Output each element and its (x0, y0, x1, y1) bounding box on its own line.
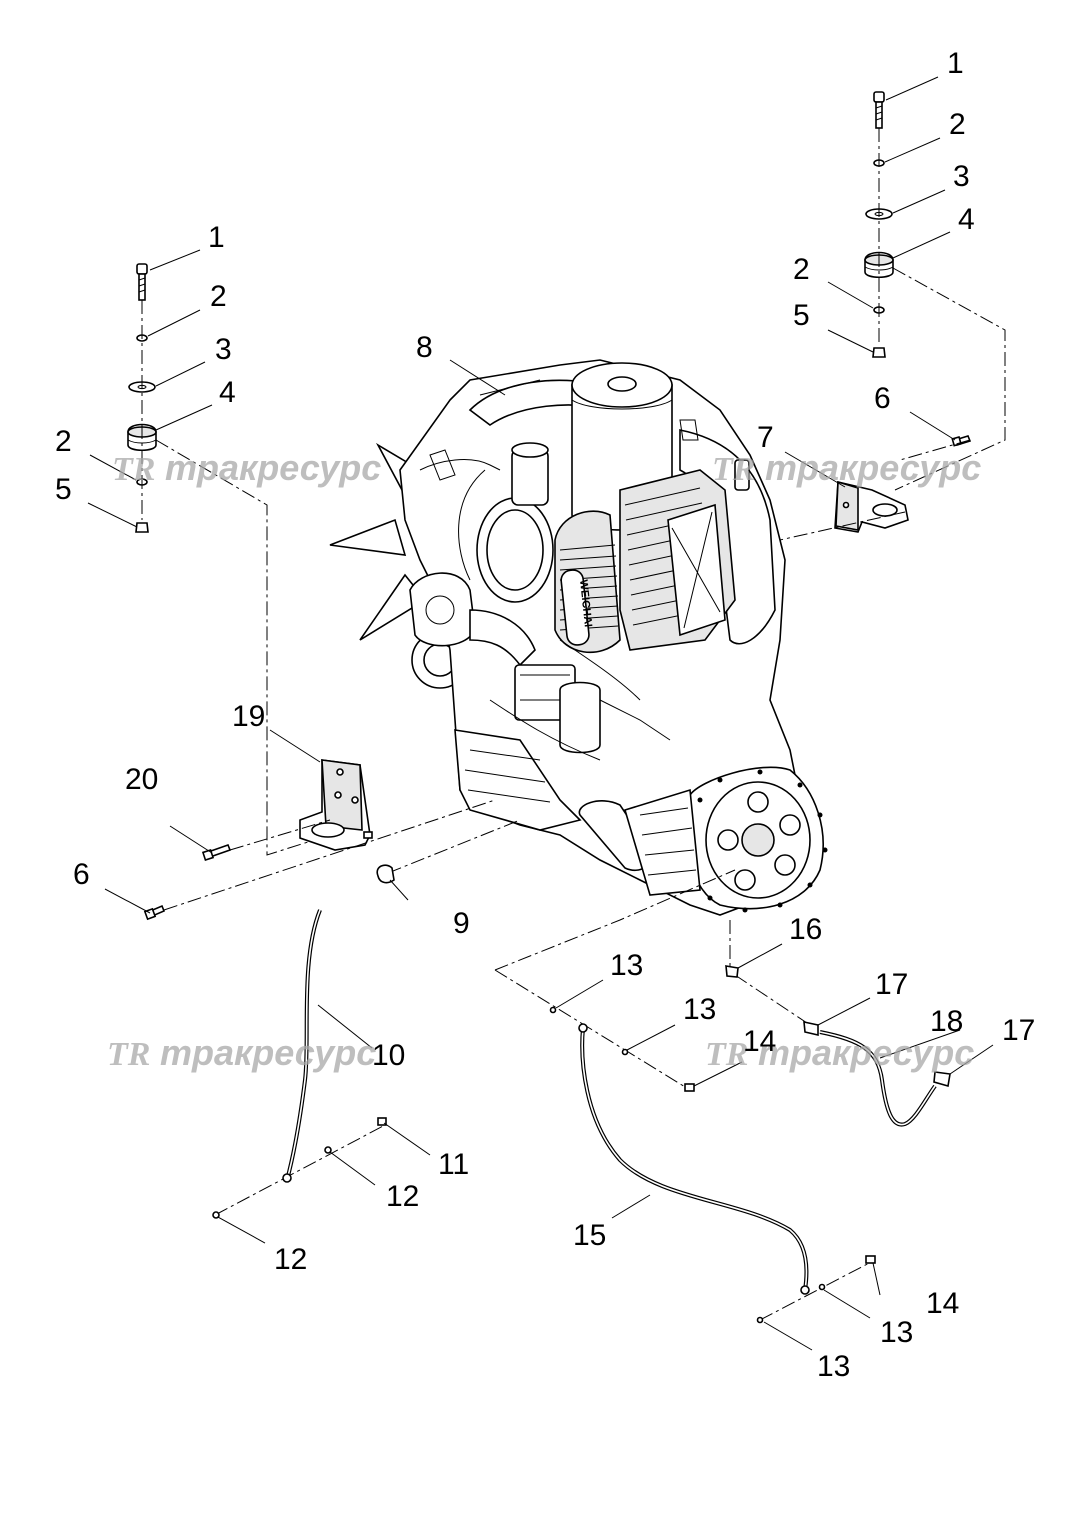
label-15: 15 (573, 1219, 606, 1252)
label-8: 8 (416, 331, 433, 364)
label-17: 17 (875, 968, 908, 1001)
svg-text:тракресурс: тракресурс (165, 447, 381, 488)
label-13: 13 (683, 993, 716, 1026)
label-11: 11 (438, 1148, 469, 1181)
label-13: 13 (880, 1316, 913, 1349)
bolt-6-left (143, 904, 166, 921)
label-6: 6 (73, 858, 90, 891)
svg-text:TR: TR (712, 451, 755, 488)
label-4: 4 (219, 376, 236, 409)
label-2: 2 (793, 253, 810, 286)
part-labels: 1 2 3 4 2 5 1 2 3 4 2 5 6 7 8 19 20 6 9 … (55, 47, 1035, 1383)
cable-10 (282, 909, 322, 1183)
watermark-2: TR тракресурс (712, 447, 981, 488)
svg-text:тракресурс: тракресурс (160, 1032, 376, 1073)
svg-text:TR: TR (705, 1036, 748, 1073)
svg-text:TR: TR (107, 1036, 150, 1073)
label-6: 6 (874, 382, 891, 415)
cable-15 (578, 1023, 810, 1295)
label-1: 1 (208, 221, 225, 254)
label-9: 9 (453, 907, 470, 940)
label-10: 10 (372, 1039, 405, 1072)
label-2: 2 (949, 108, 966, 141)
label-2: 2 (55, 425, 72, 458)
watermark-1: TR тракресурс (112, 447, 381, 488)
label-1: 1 (947, 47, 964, 80)
label-13: 13 (610, 949, 643, 982)
watermark-4: TR тракресурс (705, 1032, 974, 1073)
label-12: 12 (274, 1243, 307, 1276)
label-13: 13 (817, 1350, 850, 1383)
label-7: 7 (757, 421, 774, 454)
label-18: 18 (930, 1005, 963, 1038)
label-4: 4 (958, 203, 975, 236)
label-16: 16 (789, 913, 822, 946)
label-14: 14 (743, 1025, 776, 1058)
label-20: 20 (125, 763, 158, 796)
clip-9 (376, 864, 395, 884)
svg-text:тракресурс: тракресурс (765, 447, 981, 488)
label-17: 17 (1002, 1014, 1035, 1047)
label-12: 12 (386, 1180, 419, 1213)
bolt-20 (201, 843, 232, 862)
engine-brand-text: WEICHAI (577, 579, 594, 628)
label-3: 3 (215, 333, 232, 366)
connection-lines (163, 439, 971, 1321)
right-mount-stack (864, 91, 1006, 491)
label-2: 2 (210, 280, 227, 313)
left-bracket-19 (299, 759, 373, 851)
small-fittings (212, 965, 951, 1324)
svg-text:TR: TR (112, 451, 155, 488)
label-5: 5 (55, 473, 72, 506)
left-mount-stack (127, 263, 331, 856)
label-14: 14 (926, 1287, 959, 1320)
leader-lines (87, 76, 994, 1351)
label-3: 3 (953, 160, 970, 193)
label-19: 19 (232, 700, 265, 733)
svg-text:тракресурс: тракресурс (758, 1032, 974, 1073)
label-5: 5 (793, 299, 810, 332)
watermark-3: TR тракресурс (107, 1032, 376, 1073)
right-bracket-7 (834, 480, 909, 533)
cable-18 (819, 1030, 937, 1127)
engine-assembly: WEICHAI (329, 359, 828, 916)
